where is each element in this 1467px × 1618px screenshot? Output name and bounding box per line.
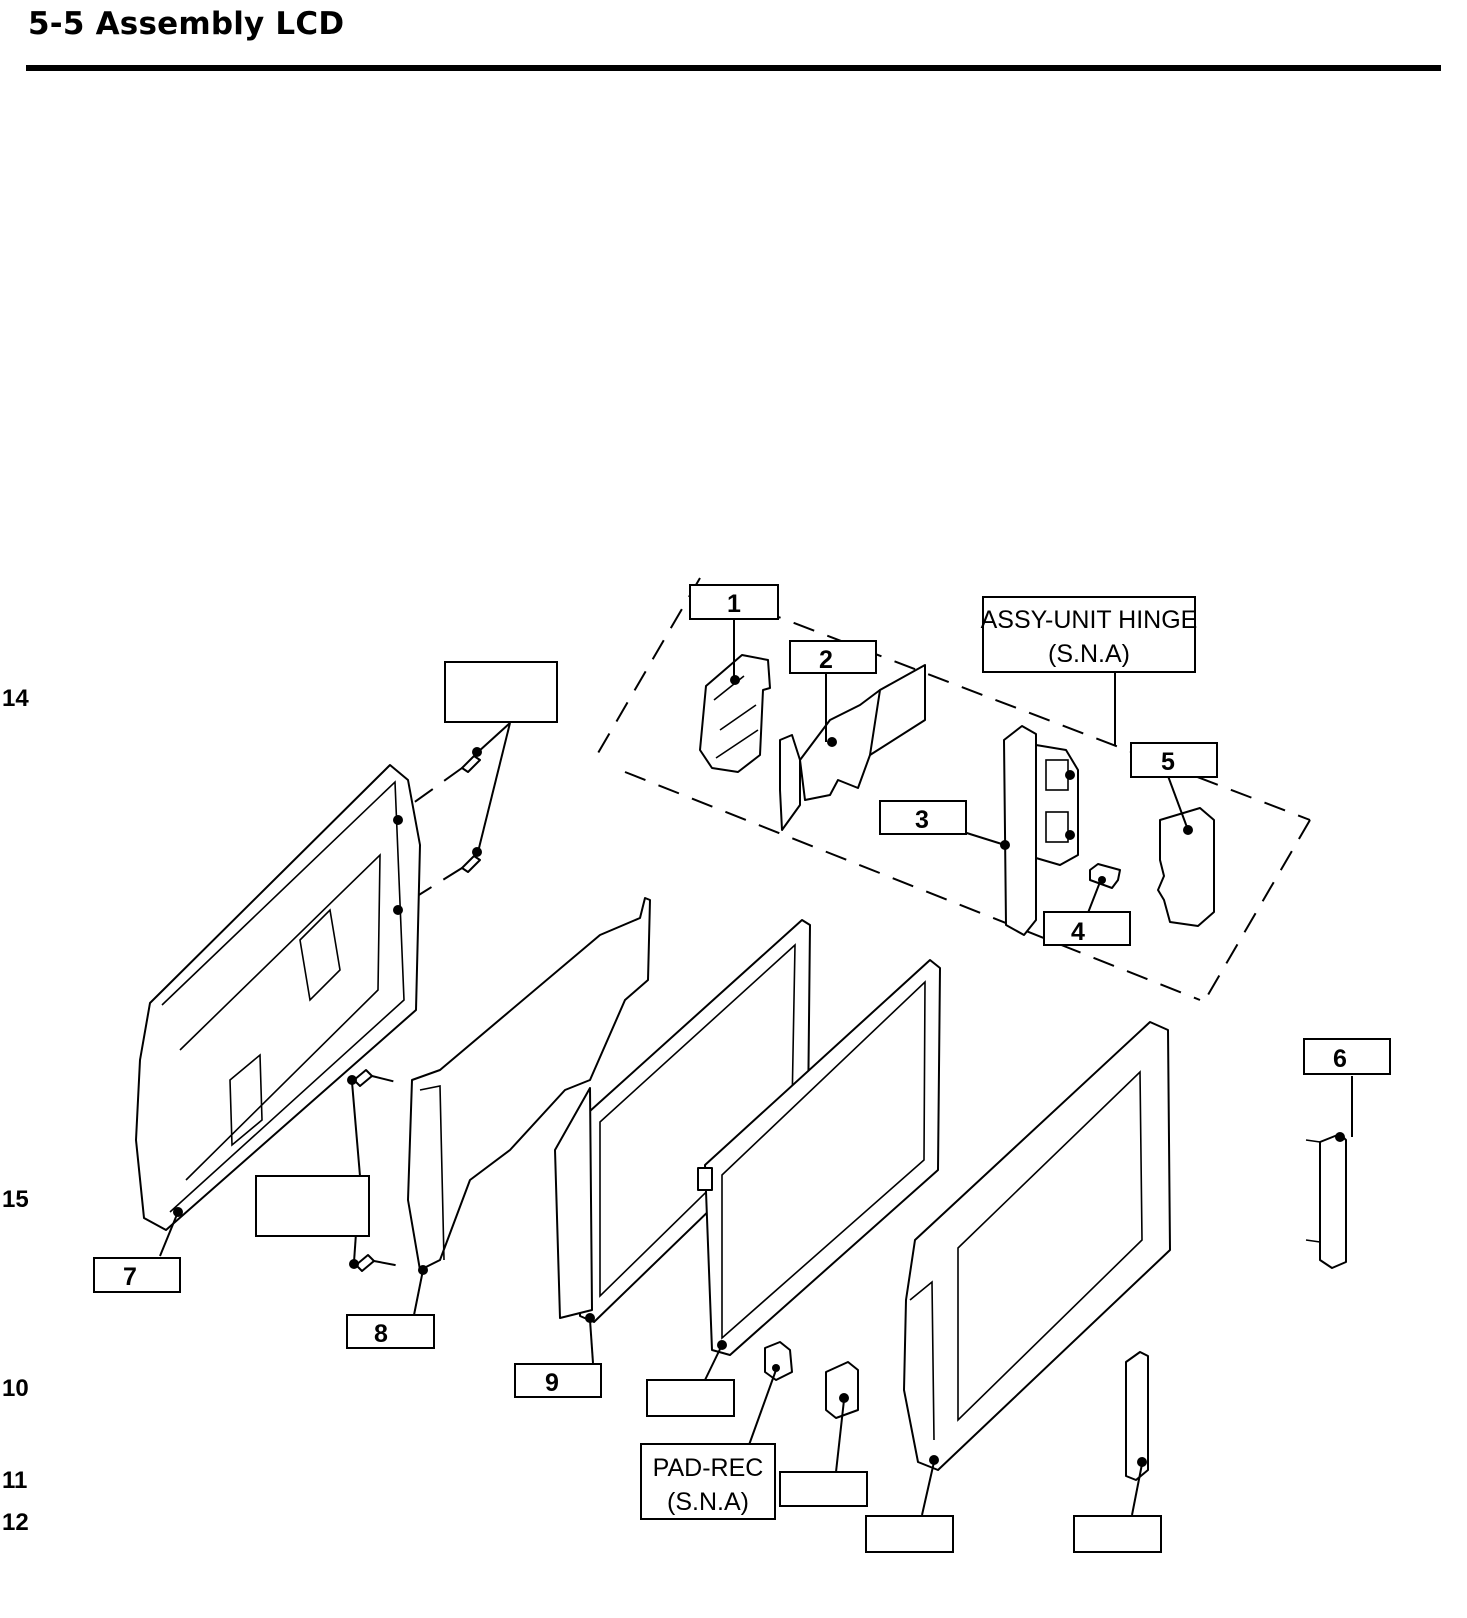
callout-1: 1 [689,584,779,620]
part-4-block [1089,863,1121,889]
callout-2: 2 [789,640,877,674]
side-number-15: 15 [2,1186,29,1213]
svg-text:7: 7 [123,1263,137,1291]
title-rule [26,65,1441,71]
screws-upper [397,747,482,909]
callout-6: 6 [1303,1038,1391,1075]
callout-8: 8 [346,1314,435,1349]
callout-hinge-assembly: ASSY-UNIT HINGE (S.N.A) [981,596,1198,673]
part-3-hinge-unit [1000,725,1079,936]
svg-text:3: 3 [915,806,929,834]
part-11-small-bracket [825,1361,859,1419]
part-7-lcd-back-cover [135,764,421,1231]
hinge-assembly-boundary [593,577,1311,1001]
side-number-11: 11 [2,1467,27,1494]
part-strip [1125,1351,1149,1481]
page-title: 5-5 Assembly LCD [28,6,345,42]
svg-text:9: 9 [545,1369,559,1397]
callout-7: 7 [93,1257,181,1293]
side-number-14: 14 [2,685,29,712]
svg-text:2: 2 [819,646,833,674]
svg-text:ASSY-UNIT HINGE: ASSY-UNIT HINGE [981,606,1198,634]
screws-lower [347,1069,401,1272]
callout-5: 5 [1130,742,1218,778]
svg-text:(S.N.A): (S.N.A) [667,1488,749,1516]
svg-text:4: 4 [1071,918,1085,946]
svg-text:8: 8 [374,1320,388,1348]
callout-blank-front-cover [865,1515,954,1553]
part-pad-rec [764,1341,793,1381]
callout-blank-screw-lower [255,1175,370,1237]
callout-blank-screw-upper [444,661,558,723]
side-number-10: 10 [2,1375,29,1402]
callout-4: 4 [1043,911,1131,946]
part-1-hinge-bracket [699,654,771,773]
side-number-12: 12 [2,1509,29,1536]
part-2-flex [779,664,926,831]
svg-text:(S.N.A): (S.N.A) [1048,640,1130,668]
part-6-side-bracket [1305,1132,1347,1269]
callout-blank-strip [1073,1515,1162,1553]
part-9-lcd-panel [554,919,811,1323]
callout-pad-rec: PAD-REC (S.N.A) [640,1443,776,1520]
part-13-front-cover [903,1021,1171,1471]
callout-9: 9 [514,1363,602,1398]
svg-text:5: 5 [1161,748,1175,776]
svg-text:PAD-REC: PAD-REC [653,1454,764,1482]
part-10-frame [697,959,941,1356]
callout-blank-frame [646,1379,735,1417]
callout-3: 3 [879,800,967,835]
svg-text:6: 6 [1333,1045,1347,1073]
part-5-hinge-cover [1157,807,1215,927]
svg-text:1: 1 [727,590,741,618]
callout-blank-small-bracket [779,1471,868,1507]
